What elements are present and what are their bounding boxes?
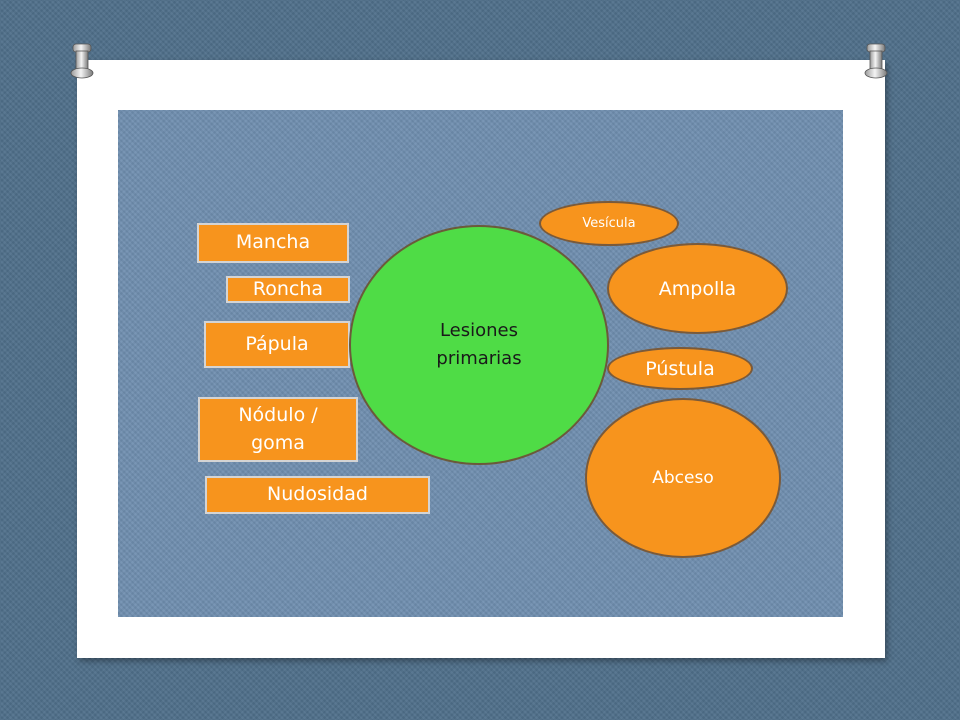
box-roncha-label: Roncha bbox=[252, 277, 324, 300]
pushpin-left-icon bbox=[70, 43, 94, 79]
center-lesiones-primarias: Lesiones primarias bbox=[349, 225, 609, 465]
box-papula-label: Pápula bbox=[245, 332, 309, 355]
oval-ampolla-label: Ampolla bbox=[658, 277, 737, 300]
box-mancha: Mancha bbox=[197, 223, 349, 263]
center-label-line1: Lesiones bbox=[439, 320, 519, 342]
box-papula: Pápula bbox=[204, 321, 350, 368]
box-nudosidad: Nudosidad bbox=[205, 476, 430, 514]
oval-abceso-label: Abceso bbox=[652, 468, 714, 488]
box-nudosidad-label: Nudosidad bbox=[267, 483, 368, 506]
center-label-line2: primarias bbox=[436, 348, 522, 369]
box-roncha: Roncha bbox=[226, 276, 350, 303]
pushpin-right-icon bbox=[864, 43, 888, 79]
oval-pustula: Pústula bbox=[607, 347, 753, 390]
oval-vesicula: Vesícula bbox=[539, 201, 679, 246]
box-mancha-label: Mancha bbox=[235, 231, 311, 254]
oval-ampolla: Ampolla bbox=[607, 243, 788, 334]
box-nodulo-line1: Nódulo / bbox=[238, 403, 318, 426]
oval-abceso: Abceso bbox=[585, 398, 781, 558]
oval-vesicula-label: Vesícula bbox=[582, 216, 636, 231]
box-nodulo-line2: goma bbox=[251, 431, 305, 454]
oval-pustula-label: Pústula bbox=[645, 357, 715, 380]
box-nodulo-goma: Nódulo / goma bbox=[198, 397, 358, 462]
